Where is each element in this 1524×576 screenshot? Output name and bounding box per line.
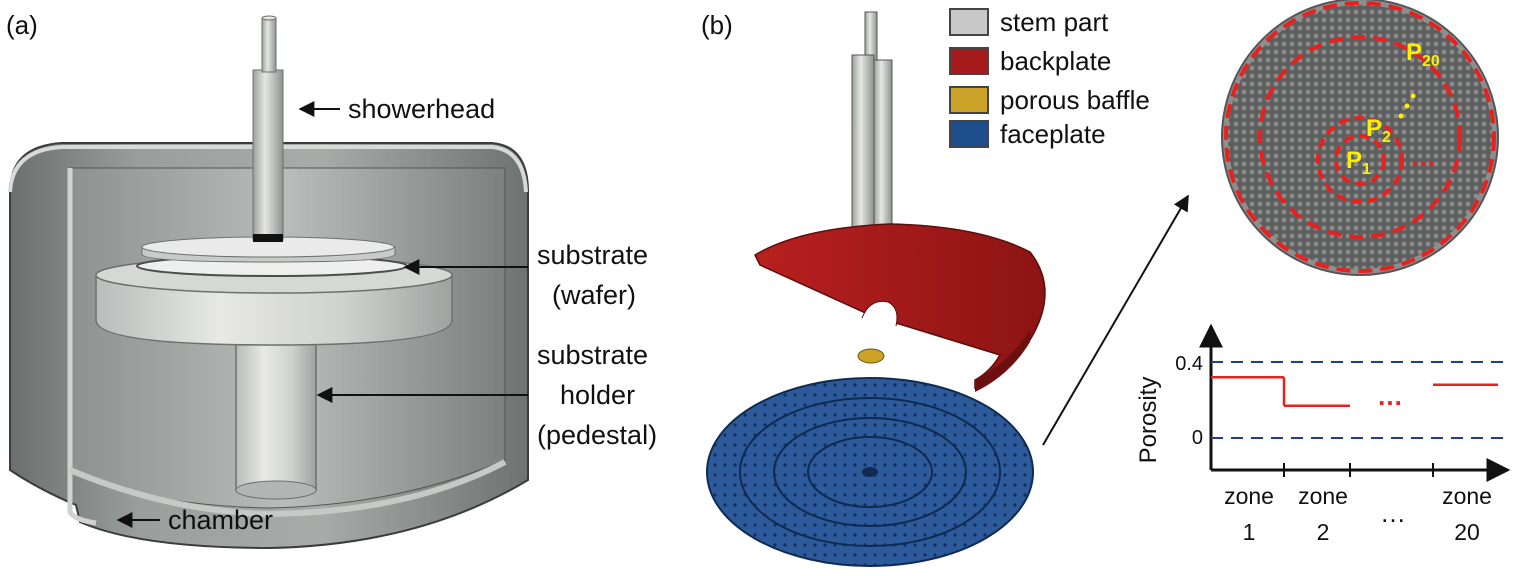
faceplate-ring2 — [773, 417, 967, 527]
chamber-cut-edge — [67, 168, 97, 526]
backplate-body — [754, 223, 1046, 390]
x-label-zone2-line2: 2 — [1317, 519, 1330, 545]
pedestal-disc — [95, 274, 453, 346]
porosity-chart: Porosity 0.4 0 … zone 1 zone 2 … zone 20 — [1135, 323, 1511, 545]
chamber-label: chamber — [168, 505, 273, 535]
x-label-zone20-line1: zone — [1442, 483, 1492, 509]
pedestal-stem-base — [235, 480, 317, 500]
chart-ytick-04: 0.4 — [1175, 353, 1203, 375]
x-label-zone20-line2: 20 — [1454, 519, 1480, 545]
chamber-3d-model — [8, 15, 529, 550]
stem-part-tube2 — [851, 54, 875, 251]
exploded-view — [706, 11, 1046, 567]
zone-label-p2-sub: 2 — [1382, 129, 1391, 146]
faceplate-ring3 — [807, 436, 933, 508]
chart-ytick-0: 0 — [1192, 427, 1203, 449]
zone-ring-1 — [1334, 134, 1386, 186]
chamber-rim — [8, 145, 528, 193]
x-label-ellipsis: … — [1380, 498, 1406, 528]
legend-label-faceplate: faceplate — [1000, 119, 1106, 149]
legend-label-stem: stem part — [1000, 7, 1109, 37]
chart-y-label: Porosity — [1135, 377, 1162, 464]
holder-label-line1: substrate — [537, 340, 648, 370]
zone-label-p20: P20 — [1406, 39, 1440, 70]
faceplate-ring1 — [739, 397, 1001, 547]
showerhead-label: showerhead — [348, 94, 495, 124]
zone-label-p20-main: P — [1406, 39, 1422, 66]
showerhead-stem-upper — [261, 17, 277, 73]
legend-label-baffle: porous baffle — [1000, 85, 1150, 115]
backplate-side — [975, 330, 1030, 392]
legend-swatch-baffle — [949, 86, 989, 114]
panel-a-letter: (a) — [6, 10, 38, 40]
zone-ellipsis: … — [1410, 142, 1436, 172]
zone-ring-outer — [1224, 1, 1496, 273]
holder-label-line2: holder — [560, 380, 635, 410]
zone-map — [1221, 0, 1499, 276]
backplate-notch — [861, 300, 898, 327]
panel-b-letter: (b) — [701, 10, 733, 40]
zone-label-p2-main: P — [1366, 115, 1382, 142]
substrate-label-line1: substrate — [537, 240, 648, 270]
chart-mid-ellipsis: … — [1377, 381, 1403, 411]
zoom-arrow — [1042, 194, 1189, 446]
chamber-floor — [68, 459, 507, 518]
showerhead-stem-lower — [252, 69, 284, 241]
substrate-label-line2: (wafer) — [552, 280, 636, 310]
porous-baffle — [857, 348, 885, 364]
x-label-zone1-line1: zone — [1224, 483, 1274, 509]
zone-label-p2: P2 — [1366, 115, 1391, 146]
zone-label-p1: P1 — [1346, 147, 1371, 178]
zone-ring-mid — [1258, 35, 1462, 239]
zone-dot-3 — [1410, 93, 1416, 99]
zone-dot-1 — [1398, 113, 1404, 119]
faceplate-center — [862, 467, 878, 477]
legend-label-backplate: backplate — [1000, 46, 1111, 76]
legend: stem part backplate porous baffle facepl… — [949, 7, 1150, 149]
zone-label-p1-sub: 1 — [1362, 161, 1371, 178]
holder-label-line3: (pedestal) — [537, 420, 657, 450]
zone-label-p20-sub: 20 — [1422, 53, 1440, 70]
legend-swatch-faceplate — [949, 120, 989, 148]
legend-swatch-backplate — [949, 47, 989, 75]
x-label-zone1-line2: 1 — [1243, 519, 1256, 545]
zone-ring-2 — [1316, 116, 1404, 204]
zone-label-p1-main: P — [1346, 147, 1362, 174]
showerhead-collar — [253, 234, 283, 242]
x-label-zone2-line1: zone — [1298, 483, 1348, 509]
showerhead-stem-top — [261, 15, 277, 21]
zone-dot-2 — [1404, 103, 1410, 109]
legend-swatch-stem — [949, 8, 989, 36]
